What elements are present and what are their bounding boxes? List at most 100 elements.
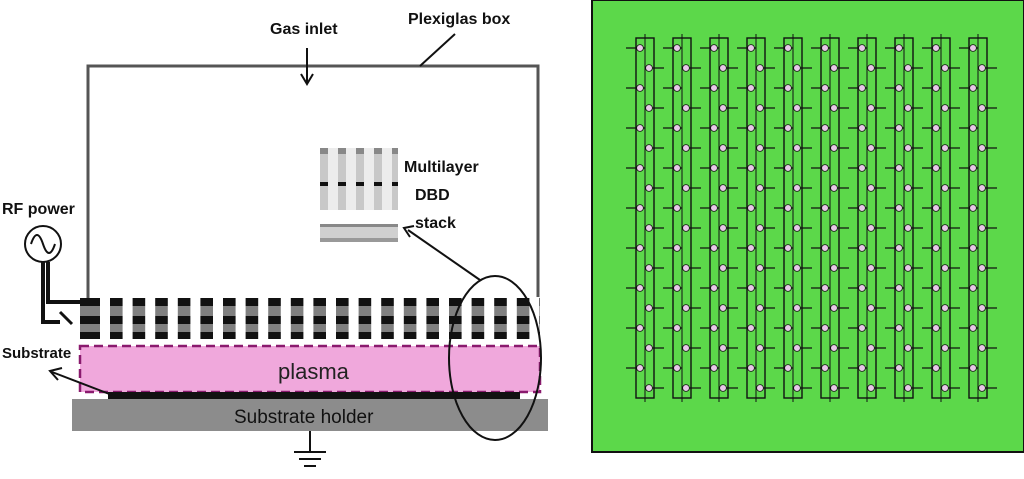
pattern-dot bbox=[756, 64, 764, 72]
pattern-dot bbox=[978, 224, 986, 232]
pattern-dot bbox=[932, 244, 940, 252]
pattern-dot bbox=[867, 144, 875, 152]
pattern-dot bbox=[969, 84, 977, 92]
pattern-dot bbox=[747, 244, 755, 252]
pattern-dot bbox=[978, 344, 986, 352]
pattern-dot bbox=[969, 244, 977, 252]
electrode-gap bbox=[303, 297, 314, 339]
pattern-dot bbox=[895, 164, 903, 172]
pattern-dot bbox=[978, 144, 986, 152]
pattern-dot bbox=[636, 84, 644, 92]
pattern-dot bbox=[682, 344, 690, 352]
pattern-dot bbox=[858, 364, 866, 372]
pattern-dot bbox=[747, 284, 755, 292]
pattern-dot bbox=[719, 264, 727, 272]
pattern-dot bbox=[858, 84, 866, 92]
pattern-dot bbox=[904, 224, 912, 232]
pattern-dot bbox=[719, 144, 727, 152]
pattern-dot bbox=[969, 204, 977, 212]
pattern-dot bbox=[821, 364, 829, 372]
pattern-dot bbox=[830, 104, 838, 112]
pattern-dot bbox=[682, 304, 690, 312]
pattern-dot bbox=[682, 144, 690, 152]
pattern-dot bbox=[895, 84, 903, 92]
pattern-dot bbox=[673, 204, 681, 212]
pattern-dot bbox=[904, 264, 912, 272]
electrode-gap bbox=[213, 297, 223, 339]
electrode-gap bbox=[280, 297, 291, 339]
pattern-grid bbox=[626, 34, 997, 402]
pattern-dot bbox=[821, 324, 829, 332]
pattern-dot bbox=[858, 284, 866, 292]
plexiglas-box-outline bbox=[86, 64, 540, 306]
pattern-dot bbox=[904, 64, 912, 72]
pattern-dot bbox=[793, 104, 801, 112]
multilayer-stack-inset bbox=[320, 148, 398, 242]
pattern-dot bbox=[710, 284, 718, 292]
pattern-dot bbox=[941, 304, 949, 312]
pattern-dot bbox=[932, 84, 940, 92]
pattern-dot bbox=[719, 184, 727, 192]
pattern-dot bbox=[636, 204, 644, 212]
pattern-dot bbox=[682, 384, 690, 392]
pattern-dot bbox=[747, 364, 755, 372]
electrode-gap bbox=[461, 297, 472, 339]
pattern-dot bbox=[747, 44, 755, 52]
pattern-dot bbox=[747, 124, 755, 132]
pattern-dot bbox=[904, 384, 912, 392]
pattern-dot bbox=[682, 184, 690, 192]
electrode-gap bbox=[190, 297, 201, 339]
pattern-dot bbox=[830, 304, 838, 312]
pattern-dot bbox=[904, 144, 912, 152]
pattern-background bbox=[591, 0, 1024, 453]
pattern-dot bbox=[673, 124, 681, 132]
pattern-dot bbox=[719, 384, 727, 392]
pattern-dot bbox=[673, 84, 681, 92]
electrode-pattern-panel bbox=[591, 0, 1024, 453]
multilayer-label-line1: Multilayer bbox=[404, 159, 479, 176]
pattern-dot bbox=[858, 244, 866, 252]
pattern-dot bbox=[673, 284, 681, 292]
pattern-dot bbox=[719, 104, 727, 112]
pattern-dot bbox=[941, 344, 949, 352]
pattern-dot bbox=[636, 324, 644, 332]
pattern-dot bbox=[969, 284, 977, 292]
pattern-dot bbox=[969, 324, 977, 332]
pattern-dot bbox=[932, 44, 940, 52]
pattern-dot bbox=[867, 184, 875, 192]
pattern-dot bbox=[756, 184, 764, 192]
rf-source-icon bbox=[24, 225, 62, 263]
pattern-dot bbox=[895, 284, 903, 292]
electrode-gap bbox=[326, 297, 336, 339]
pattern-dot bbox=[830, 264, 838, 272]
electrode-gap bbox=[371, 297, 382, 339]
pattern-dot bbox=[830, 384, 838, 392]
pattern-dot bbox=[941, 224, 949, 232]
electrode-gap bbox=[484, 297, 495, 339]
pattern-dot bbox=[932, 284, 940, 292]
pattern-dot bbox=[932, 124, 940, 132]
pattern-dot bbox=[756, 384, 764, 392]
pattern-dot bbox=[895, 124, 903, 132]
pattern-dot bbox=[636, 284, 644, 292]
pattern-dot bbox=[747, 164, 755, 172]
electrode-gap bbox=[145, 297, 156, 339]
multilayer-label-line2: DBD bbox=[415, 187, 450, 204]
pattern-dot bbox=[830, 144, 838, 152]
pattern-dot bbox=[830, 344, 838, 352]
pattern-dot bbox=[858, 164, 866, 172]
ground-icon bbox=[294, 431, 326, 467]
pattern-dot bbox=[756, 264, 764, 272]
electrode-gap bbox=[439, 297, 449, 339]
pattern-dot bbox=[756, 304, 764, 312]
substrate-pointer bbox=[48, 367, 113, 396]
pattern-dot bbox=[830, 64, 838, 72]
pattern-dot bbox=[821, 84, 829, 92]
pattern-dot bbox=[978, 64, 986, 72]
pattern-dot bbox=[756, 144, 764, 152]
pattern-dot bbox=[867, 384, 875, 392]
pattern-dot bbox=[784, 124, 792, 132]
pattern-dot bbox=[895, 324, 903, 332]
pattern-dot bbox=[895, 44, 903, 52]
pattern-dot bbox=[941, 104, 949, 112]
